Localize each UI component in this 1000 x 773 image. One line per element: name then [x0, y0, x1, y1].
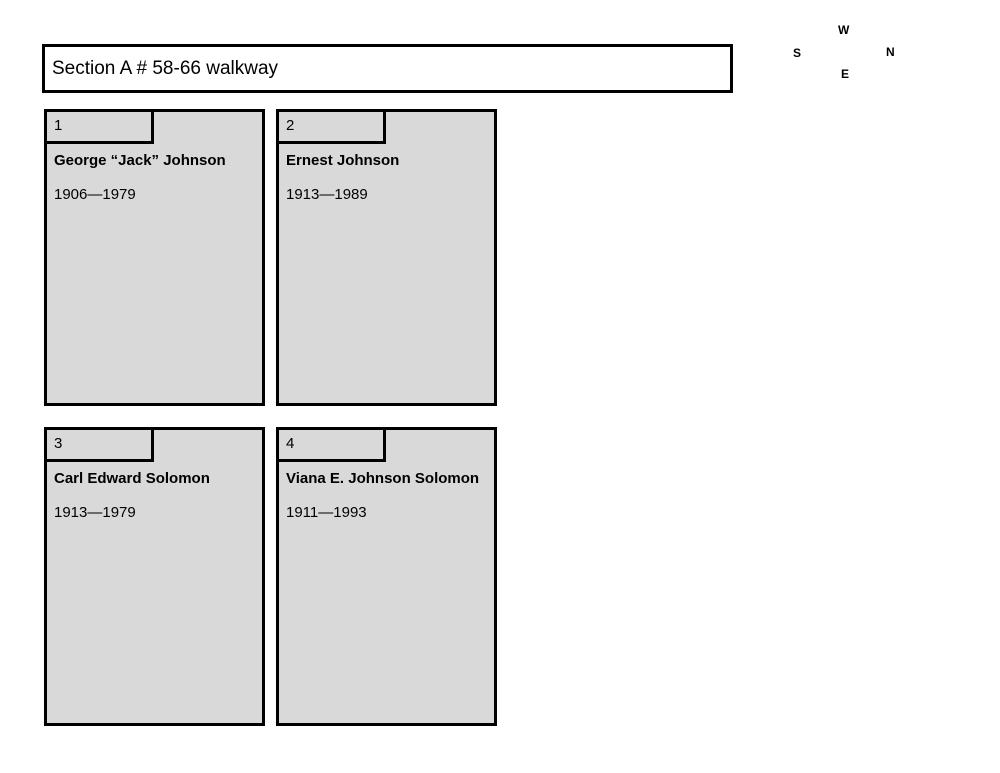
plot-3-life-dates: 1913—1979 [54, 504, 136, 521]
plot-2-number: 2 [286, 117, 295, 134]
plot-1-life-dates: 1906—1979 [54, 186, 136, 203]
plot-3: 3 Carl Edward Solomon 1913—1979 [44, 427, 265, 726]
plot-2-body: Ernest Johnson 1913—1989 [279, 112, 494, 205]
compass-west-label: W [838, 23, 850, 37]
plot-2-occupant-name: Ernest Johnson [286, 152, 400, 169]
plot-1: 1 George “Jack” Johnson 1906—1979 [44, 109, 265, 406]
plot-4: 4 Viana E. Johnson Solomon 1911—1993 [276, 427, 497, 726]
plot-3-number-tab: 3 [44, 427, 154, 462]
section-header-box: Section A # 58-66 walkway [42, 44, 733, 93]
compass-south-label: S [793, 46, 802, 60]
plot-4-number-tab: 4 [276, 427, 386, 462]
plot-1-number: 1 [54, 117, 63, 134]
plot-2: 2 Ernest Johnson 1913—1989 [276, 109, 497, 406]
plot-2-life-dates: 1913—1989 [286, 186, 368, 203]
plot-4-occupant-name: Viana E. Johnson Solomon [286, 470, 480, 487]
plot-3-number: 3 [54, 435, 63, 452]
plot-1-number-tab: 1 [44, 109, 154, 144]
compass-east-label: E [841, 67, 850, 81]
plot-2-number-tab: 2 [276, 109, 386, 144]
plot-1-occupant-name: George “Jack” Johnson [54, 152, 226, 169]
section-title: Section A # 58-66 walkway [52, 57, 279, 79]
plot-4-body: Viana E. Johnson Solomon 1911—1993 [279, 430, 494, 523]
compass-north-label: N [886, 45, 895, 59]
plot-1-body: George “Jack” Johnson 1906—1979 [47, 112, 262, 205]
plot-4-life-dates: 1911—1993 [286, 504, 367, 521]
plot-4-number: 4 [286, 435, 295, 452]
plot-3-body: Carl Edward Solomon 1913—1979 [47, 430, 262, 523]
plot-3-occupant-name: Carl Edward Solomon [54, 470, 210, 487]
